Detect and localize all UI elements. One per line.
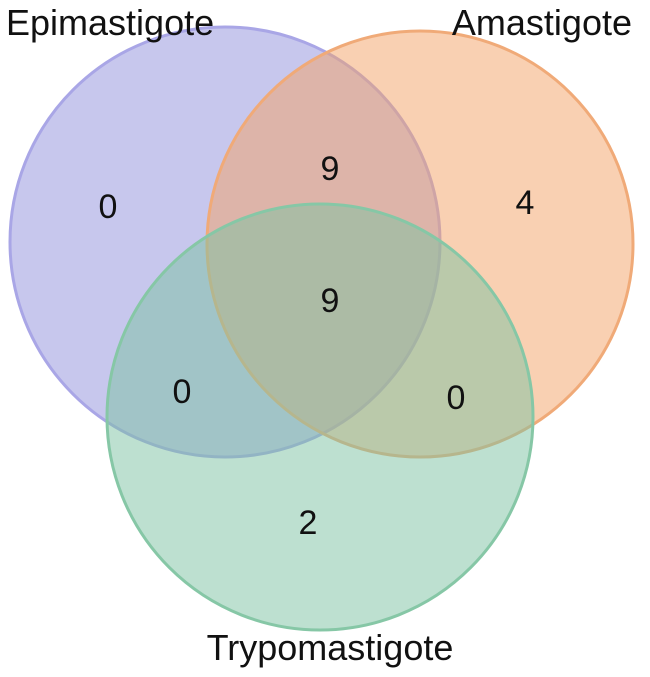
count-amastigote-only: 4	[516, 184, 535, 222]
count-all-three: 9	[321, 282, 340, 320]
count-amastigote-trypomastigote: 0	[447, 379, 466, 417]
count-trypomastigote-only: 2	[299, 504, 318, 542]
trypomastigote-circle	[105, 202, 535, 632]
count-epimastigote-amastigote: 9	[321, 150, 340, 188]
trypomastigote-label: Trypomastigote	[207, 627, 454, 668]
amastigote-label: Amastigote	[452, 2, 632, 43]
count-epimastigote-only: 0	[99, 188, 118, 226]
epimastigote-label: Epimastigote	[6, 2, 214, 43]
count-epimastigote-trypomastigote: 0	[173, 373, 192, 411]
